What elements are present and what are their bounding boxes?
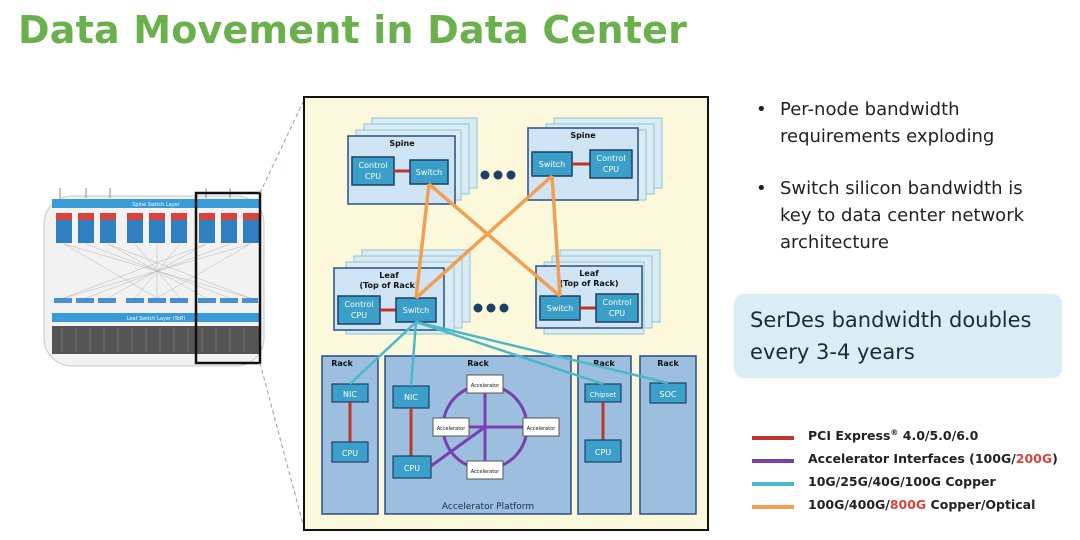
svg-text:Accelerator: Accelerator xyxy=(471,383,501,389)
leaf-ellipsis xyxy=(473,303,509,313)
rack-accelerator-platform: Rack NIC CPU Accelerator Accelerator Acc… xyxy=(384,355,572,515)
svg-text:CPU: CPU xyxy=(351,311,367,320)
legend-copper: 10G/25G/40G/100G Copper xyxy=(752,474,1072,494)
legend-swatch xyxy=(752,436,794,440)
svg-text:Rack: Rack xyxy=(593,359,615,368)
legend-swatch xyxy=(752,505,794,509)
leaf-box-right: Leaf (Top of Rack) Switch Control CPU xyxy=(535,249,661,335)
svg-text:CPU: CPU xyxy=(609,309,625,318)
spine-ellipsis xyxy=(480,170,516,180)
slide-title: Data Movement in Data Center xyxy=(18,8,688,52)
legend-pcie: PCI Express® 4.0/5.0/6.0 xyxy=(752,428,1072,448)
svg-text:CPU: CPU xyxy=(365,172,381,181)
leaf-box-left: Leaf (Top of Rack) Control CPU Switch xyxy=(333,249,471,335)
svg-text:CPU: CPU xyxy=(404,464,420,473)
svg-text:(Top of Rack): (Top of Rack) xyxy=(359,281,418,290)
svg-text:Control: Control xyxy=(359,161,388,170)
svg-text:(Top of Rack): (Top of Rack) xyxy=(559,279,618,288)
spine-layer-label: Spine Switch Layer xyxy=(132,202,181,208)
svg-text:Switch: Switch xyxy=(547,304,573,313)
svg-text:CPU: CPU xyxy=(595,448,611,457)
svg-text:NIC: NIC xyxy=(343,390,357,399)
svg-text:Control: Control xyxy=(603,298,632,307)
svg-text:Leaf: Leaf xyxy=(579,269,599,278)
legend-swatch xyxy=(752,482,794,486)
svg-text:Switch: Switch xyxy=(416,168,442,177)
legend-swatch xyxy=(752,459,794,463)
rack-1: Rack NIC CPU xyxy=(321,355,379,515)
svg-text:Accelerator: Accelerator xyxy=(471,469,501,475)
svg-text:Spine: Spine xyxy=(389,139,415,148)
svg-text:Rack: Rack xyxy=(331,359,353,368)
serdes-callout: SerDes bandwidth doubles every 3-4 years xyxy=(734,294,1062,378)
leaf-switch-row xyxy=(54,298,258,303)
legend-accelerator: Accelerator Interfaces (100G/200G) xyxy=(752,451,1072,471)
spine-box-right: Spine Switch Control CPU xyxy=(527,117,663,201)
zoom-line-top xyxy=(259,99,305,194)
rack-4: Rack SOC xyxy=(639,355,697,515)
svg-text:Accelerator Platform: Accelerator Platform xyxy=(442,502,534,512)
rack-3: Rack Chipset CPU xyxy=(577,355,632,515)
svg-text:Switch: Switch xyxy=(539,160,565,169)
svg-text:SOC: SOC xyxy=(660,390,677,399)
svg-text:Leaf: Leaf xyxy=(379,271,399,280)
spine-switch-row xyxy=(56,213,259,243)
svg-text:CPU: CPU xyxy=(603,165,619,174)
spine-left-switch xyxy=(409,159,449,185)
thumbnail-mesh xyxy=(63,243,251,299)
leaf-layer-label: Leaf Switch Layer (ToR) xyxy=(127,316,186,322)
svg-text:Switch: Switch xyxy=(403,306,429,315)
svg-text:Control: Control xyxy=(345,300,374,309)
spine-box-left: Spine Control CPU Switch xyxy=(347,117,478,205)
svg-text:Spine: Spine xyxy=(570,131,596,140)
zoom-line-bottom xyxy=(259,362,305,529)
leaf-rack-links xyxy=(349,320,669,387)
thumbnail-network: Spine Switch Layer xyxy=(43,188,265,367)
svg-text:Rack: Rack xyxy=(657,359,679,368)
svg-text:NIC: NIC xyxy=(404,393,418,402)
svg-text:Accelerator: Accelerator xyxy=(527,426,557,432)
svg-text:Accelerator: Accelerator xyxy=(437,426,467,432)
spine-leaf-links xyxy=(414,174,562,300)
svg-text:Control: Control xyxy=(597,154,626,163)
svg-text:Chipset: Chipset xyxy=(590,391,617,399)
legend-optical: 100G/400G/800G Copper/Optical xyxy=(752,497,1072,517)
zoom-highlight-box xyxy=(194,191,262,365)
svg-text:Rack: Rack xyxy=(467,359,489,368)
svg-text:CPU: CPU xyxy=(342,449,358,458)
